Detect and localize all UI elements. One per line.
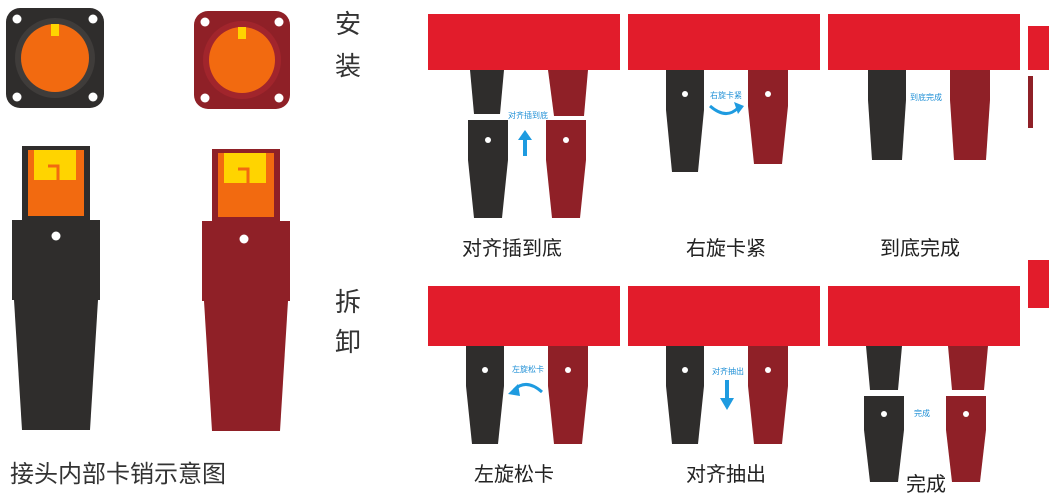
step5-red-plug (748, 346, 788, 444)
step4-red-plug (548, 346, 588, 444)
step1-caption: 对齐插到底 (462, 236, 562, 260)
step6-black-plug (864, 396, 904, 482)
remove-label-1: 拆 (334, 288, 361, 318)
rotate-left-arrow-icon (508, 383, 543, 396)
step1-black-plug (468, 120, 508, 218)
red-socket-flange (194, 11, 290, 109)
step2-red-plug (748, 70, 788, 164)
step6-red-socket (948, 346, 988, 390)
red-panel-step-3 (828, 14, 1020, 70)
install-label-1: 安 (334, 10, 361, 40)
step4-caption: 左旋松卡 (474, 462, 554, 486)
rotate-right-arrow-icon (709, 102, 744, 115)
step3-black-plug (868, 70, 906, 160)
step6-black-socket (866, 346, 902, 390)
red-panel-step-1 (428, 14, 620, 70)
step6-red-plug (946, 396, 986, 482)
remove-label-2: 卸 (334, 328, 361, 358)
step1-tag: 对齐插到底 (508, 111, 548, 120)
black-connector-body (12, 146, 100, 430)
black-socket-flange (6, 8, 104, 108)
step3-red-plug (950, 70, 990, 160)
step4-tag: 左旋松卡 (512, 365, 544, 374)
red-panel-step-5 (628, 286, 820, 346)
step1-black-socket (470, 70, 504, 114)
red-connector-body (202, 149, 290, 431)
step2-caption: 右旋卡紧 (686, 236, 766, 260)
diagram-caption: 接头内部卡销示意图 (10, 460, 226, 488)
step5-tag: 对齐抽出 (712, 367, 744, 376)
arrow-up-icon (518, 130, 532, 156)
step2-black-plug (666, 70, 704, 172)
step3-caption: 到底完成 (880, 236, 960, 260)
red-panel-step-4 (428, 286, 620, 346)
step5-caption: 对齐抽出 (686, 462, 766, 486)
step6-tag: 完成 (914, 409, 930, 418)
step5-black-plug (666, 346, 704, 444)
red-panel-step-6 (828, 286, 1020, 346)
step1-red-plug (546, 120, 586, 218)
red-panel-edge-bottom (1028, 260, 1049, 308)
step1-red-socket (548, 70, 588, 116)
step6-caption: 完成 (906, 472, 946, 496)
step3-tag: 到底完成 (910, 93, 942, 102)
red-panel-step-2 (628, 14, 820, 70)
arrow-down-icon (720, 380, 734, 410)
red-panel-edge-top (1028, 26, 1049, 70)
install-label-2: 装 (334, 52, 361, 82)
step4-black-plug (466, 346, 504, 444)
step2-tag: 右旋卡紧 (710, 91, 742, 100)
plug-edge-top (1028, 76, 1033, 128)
